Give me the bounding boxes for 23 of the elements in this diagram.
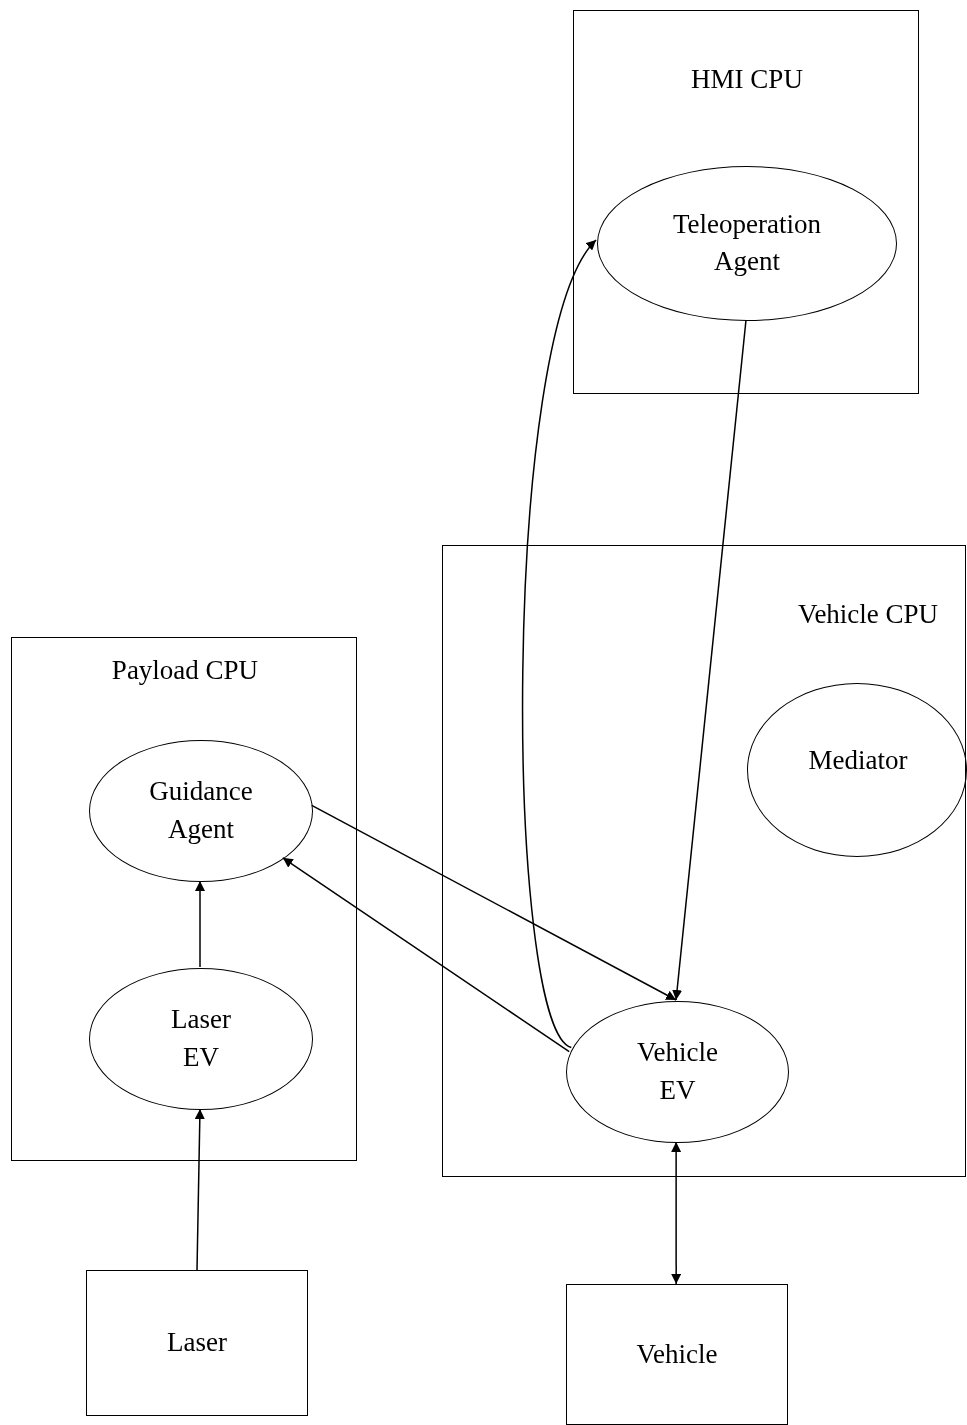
node-label: Guidance Agent (148, 775, 254, 846)
device-box (86, 1270, 308, 1416)
node-label: Laser (166, 1326, 228, 1360)
cpu-container (573, 10, 919, 394)
device-box (566, 1284, 788, 1425)
arrow (671, 1141, 682, 1285)
node-label: Laser EV (170, 1003, 232, 1074)
node-label: Vehicle CPU (796, 598, 940, 631)
arrow (194, 1108, 205, 1271)
arrow (672, 319, 747, 1001)
node-label: Vehicle EV (636, 1036, 719, 1107)
arrow (282, 857, 570, 1053)
arrow (311, 804, 677, 1001)
node-label: Payload CPU (110, 654, 260, 687)
arrow (195, 880, 205, 968)
node-label: Teleoperation Agent (671, 207, 822, 279)
agent-ellipse (597, 166, 897, 321)
node-label: Mediator (807, 744, 909, 777)
cpu-container (442, 545, 966, 1177)
node-label: HMI CPU (690, 63, 804, 96)
node-label: Vehicle (635, 1337, 719, 1371)
cpu-container (11, 637, 357, 1161)
arrow (522, 239, 597, 1049)
